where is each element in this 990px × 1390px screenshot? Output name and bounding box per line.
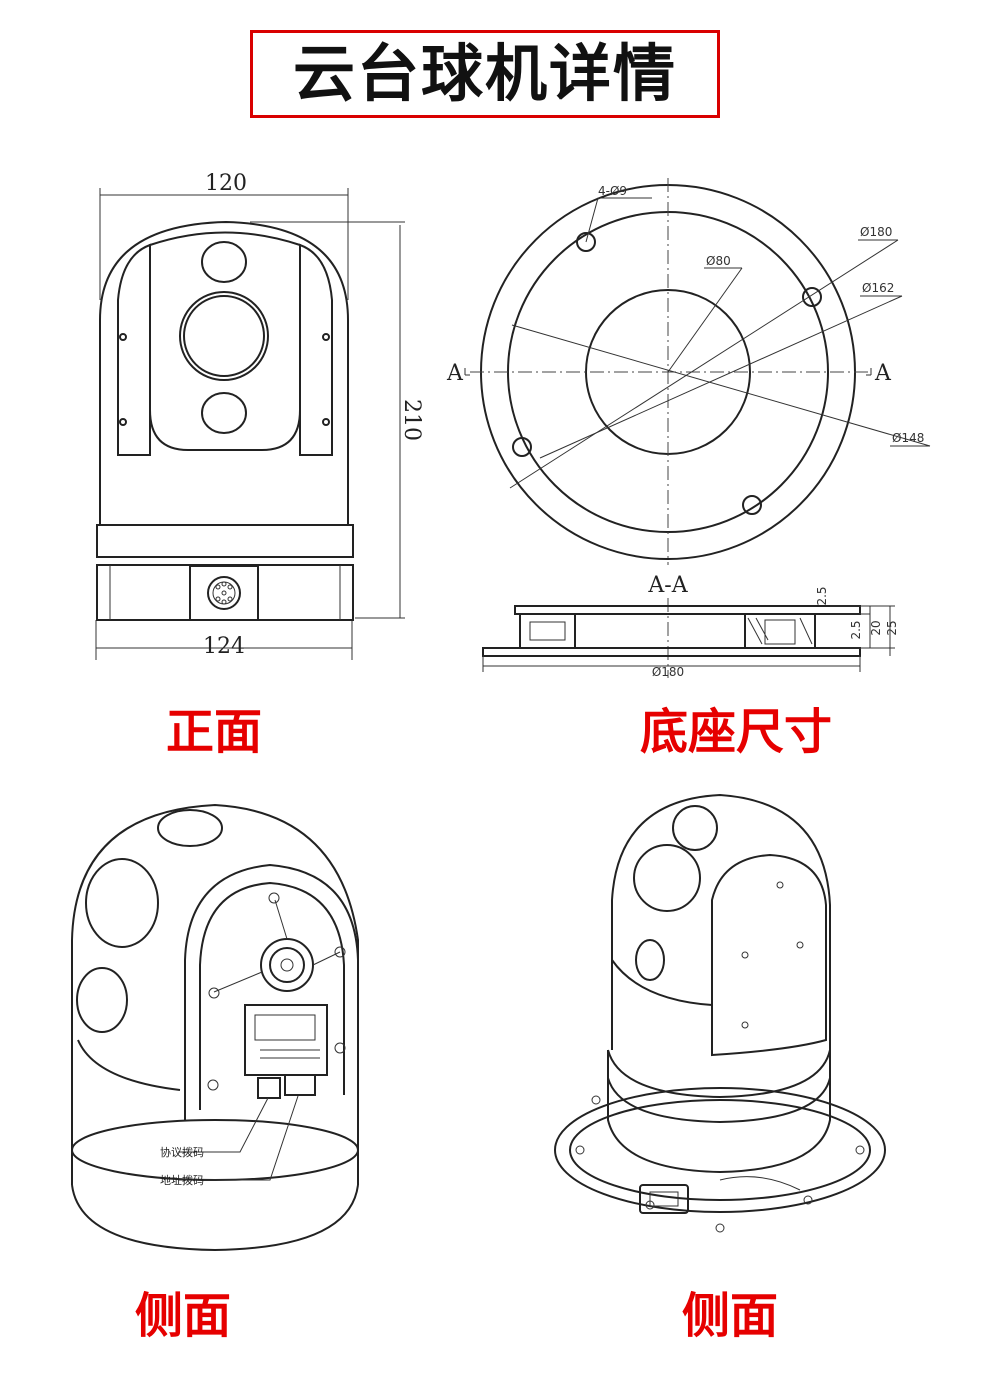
dim-width-bottom: 124 (203, 634, 245, 659)
caption-side-left: 侧面 (135, 1288, 232, 1344)
label-d162: Ø162 (862, 281, 894, 295)
label-d180: Ø180 (860, 225, 892, 239)
label-h-20: 20 (869, 620, 883, 635)
side-view-right-drawing (554, 793, 886, 1233)
label-bottom-d180: Ø180 (652, 665, 684, 679)
section-title: A-A (647, 573, 688, 598)
caption-front: 正面 (166, 704, 263, 760)
label-d148: Ø148 (892, 431, 924, 445)
base-top-view-drawing: A A 4-Ø9 Ø80 Ø180 Ø162 Ø148 (446, 178, 931, 565)
base-section-drawing: A-A Ø180 2.5 2.5 20 25 (482, 573, 899, 679)
label-h-2-5-top: 2.5 (815, 586, 829, 605)
side-view-left-drawing: 协议拨码 地址拨码 (71, 803, 359, 1252)
internal-mechanism (207, 892, 346, 1099)
page-title: 云台球机详情 (292, 37, 677, 110)
label-h-2-5-bottom: 2.5 (849, 620, 863, 639)
dim-height: 210 (399, 399, 424, 441)
section-mark-right: A (874, 361, 892, 386)
label-address-switch: 地址拨码 (160, 1173, 204, 1187)
section-mark-left: A (446, 361, 464, 386)
label-d80: Ø80 (706, 254, 731, 268)
caption-base-size: 底座尺寸 (640, 704, 833, 760)
label-protocol-switch: 协议拨码 (160, 1145, 204, 1159)
label-holes: 4-Ø9 (598, 184, 627, 198)
title-box: 云台球机详情 (250, 30, 720, 118)
label-h-25: 25 (885, 620, 899, 635)
dim-width-top: 120 (205, 171, 247, 196)
caption-side-right: 侧面 (682, 1288, 779, 1344)
front-view-drawing: 120 210 124 (95, 171, 424, 660)
